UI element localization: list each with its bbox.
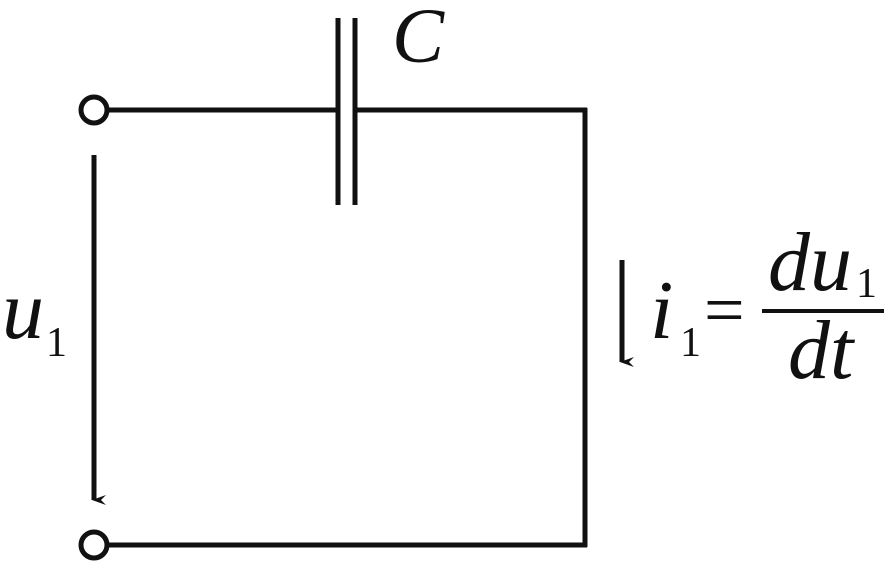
denominator: dt xyxy=(788,304,856,397)
numerator-u: u xyxy=(810,216,852,309)
top-terminal-icon xyxy=(78,94,110,126)
current-label: i xyxy=(650,264,673,357)
current-subscript: 1 xyxy=(680,320,701,366)
numerator-subscript: 1 xyxy=(856,261,877,307)
numerator-d: d xyxy=(768,216,811,309)
equals-sign: = xyxy=(704,270,745,350)
voltage-label: u xyxy=(2,264,44,357)
voltage-subscript: 1 xyxy=(46,320,67,366)
capacitor-label: C xyxy=(392,0,445,79)
bottom-terminal-icon xyxy=(78,529,110,561)
